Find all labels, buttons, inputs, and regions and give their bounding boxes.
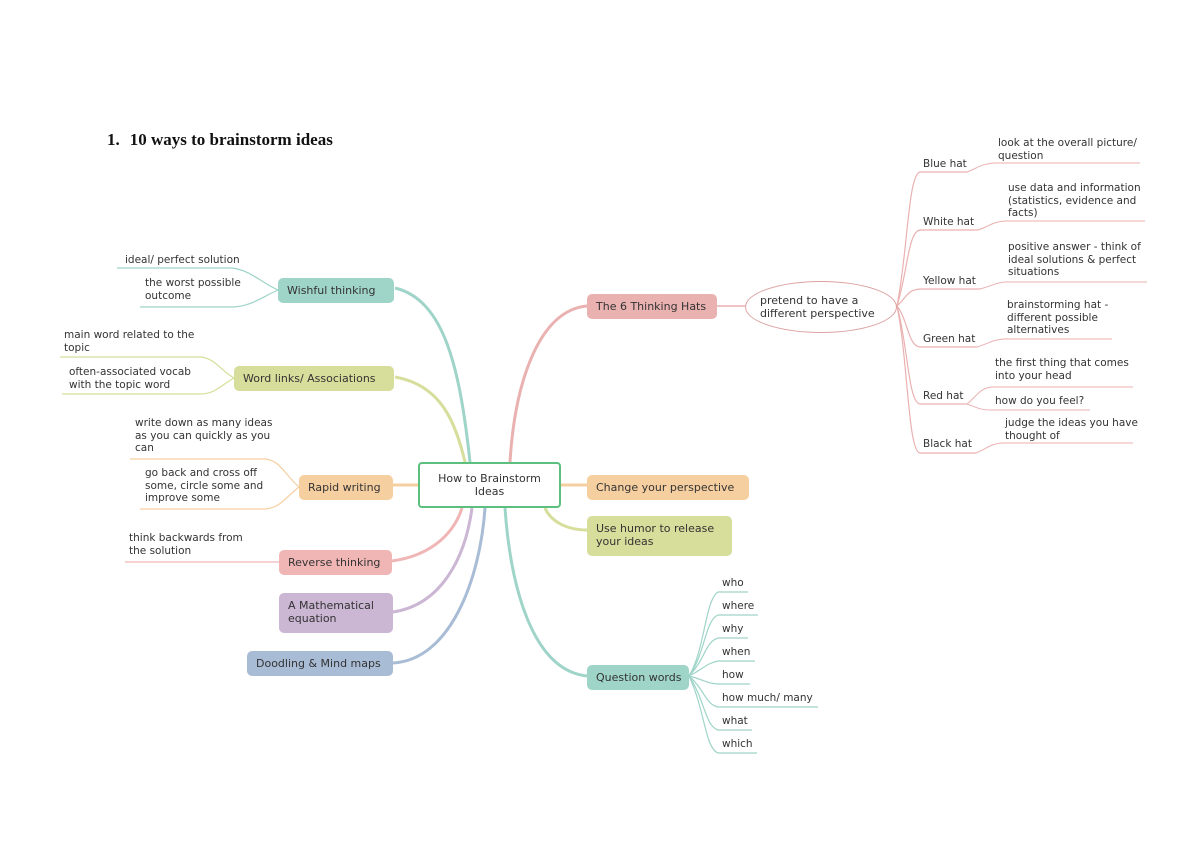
branch-humor (543, 507, 588, 532)
hat-note-yellow: positive answer - think of ideal solutio… (1008, 241, 1141, 278)
branch-node-doodling: Doodling & Mind maps (247, 651, 393, 676)
branch-node-thinking-hats: The 6 Thinking Hats (587, 294, 717, 319)
hat-green: Green hat (923, 333, 976, 345)
branch-node-rapid-writing: Rapid writing (299, 475, 393, 500)
leaf-worst-outcome: the worst possible outcome (145, 277, 241, 302)
branch-doodling (392, 507, 487, 665)
branch-questions (503, 507, 588, 678)
branch-node-reverse-thinking: Reverse thinking (279, 550, 392, 575)
question-word: how (722, 669, 744, 681)
hat-note-black: judge the ideas you have thought of (1005, 417, 1138, 442)
branch-node-question-words: Question words (587, 665, 689, 690)
question-word: what (722, 715, 748, 727)
question-word: when (722, 646, 751, 658)
hat-note-blue: look at the overall picture/ question (998, 137, 1137, 162)
hats-bubble: pretend to have a different perspective (745, 281, 897, 333)
hat-white: White hat (923, 216, 975, 228)
page-heading: 1. 10 ways to brainstorm ideas (107, 130, 333, 150)
question-word: why (722, 623, 744, 635)
hat-black: Black hat (923, 438, 972, 450)
hat-yellow: Yellow hat (923, 275, 976, 287)
leaf-associated-vocab: often-associated vocab with the topic wo… (69, 366, 191, 391)
branch-wishful (394, 286, 472, 463)
branch-node-word-links: Word links/ Associations (234, 366, 394, 391)
branch-node-mathematical-equation: A Mathematical equation (279, 593, 393, 633)
branch-hats (508, 304, 588, 463)
leaf-ideal-solution: ideal/ perfect solution (125, 254, 240, 266)
question-word: where (722, 600, 755, 612)
leaf-write-down: write down as many ideas as you can quic… (135, 417, 273, 454)
branch-node-change-perspective: Change your perspective (587, 475, 749, 500)
hat-red: Red hat (923, 390, 964, 402)
heading-text: 10 ways to brainstorm ideas (129, 130, 333, 149)
hat-note-green: brainstorming hat - different possible a… (1007, 299, 1109, 336)
branch-reverse (391, 507, 464, 563)
question-word: who (722, 577, 744, 589)
question-word: which (722, 738, 753, 750)
center-topic: How to Brainstorm Ideas (418, 462, 561, 508)
leaf-main-word: main word related to the topic (64, 329, 195, 354)
branch-node-wishful-thinking: Wishful thinking (278, 278, 394, 303)
question-word: how much/ many (722, 692, 813, 704)
branch-node-use-humor: Use humor to release your ideas (587, 516, 732, 556)
leaf-think-backwards: think backwards from the solution (129, 532, 243, 557)
branch-math (392, 507, 474, 614)
hat-blue: Blue hat (923, 158, 967, 170)
hat-note-white: use data and information (statistics, ev… (1008, 182, 1141, 219)
heading-number: 1. (107, 130, 120, 149)
branch-word-links (394, 375, 467, 463)
hat-note-red-2: how do you feel? (995, 395, 1085, 407)
hat-note-red-1: the first thing that comes into your hea… (995, 357, 1129, 382)
leaf-go-back: go back and cross off some, circle some … (145, 467, 264, 504)
